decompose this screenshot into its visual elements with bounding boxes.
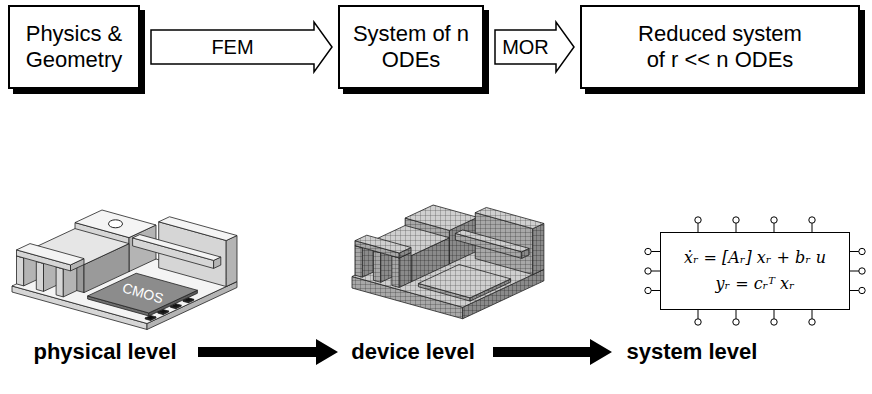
block-arrow: [151, 22, 332, 72]
level-label: system level: [627, 339, 758, 365]
block-pins: [645, 217, 865, 325]
pin-terminal: [733, 319, 739, 325]
block-face: [170, 304, 181, 308]
pin-terminal: [771, 217, 777, 223]
block-face: [88, 273, 198, 313]
block-face: [399, 252, 411, 287]
block-face: [475, 207, 544, 228]
pin-terminal: [695, 319, 701, 325]
level-label: device level: [351, 339, 475, 365]
pin: [695, 217, 701, 232]
block-face: [183, 298, 194, 302]
block-face: [392, 256, 399, 288]
pin: [645, 287, 660, 293]
block-face: [145, 315, 156, 319]
pin-terminal: [695, 217, 701, 223]
fem-mesh: [352, 205, 544, 319]
block-face: [455, 230, 529, 252]
pin-terminal: [771, 319, 777, 325]
mems-device: [12, 210, 237, 330]
process-box: System of n ODEs: [338, 5, 484, 89]
block-face: [418, 265, 510, 298]
pin: [809, 310, 815, 325]
pin: [645, 248, 660, 254]
block-face: [533, 223, 544, 274]
block-face: [56, 267, 63, 297]
hole: [109, 220, 123, 228]
pin: [850, 287, 865, 293]
chip-label: CMOS: [120, 280, 165, 307]
block-face: [226, 236, 237, 287]
level-arrows: [198, 339, 612, 365]
level-arrow: [493, 339, 612, 365]
pin-terminal: [645, 287, 651, 293]
level-label: physical level: [33, 339, 176, 365]
pin: [809, 217, 815, 232]
block-face: [405, 205, 477, 230]
box-label: Reduced system of r << n ODEs: [630, 21, 810, 74]
pin-terminal: [809, 319, 815, 325]
arrow-label: FEM: [209, 36, 255, 59]
level-arrow: [198, 339, 338, 365]
arrow-label: MOR: [500, 36, 551, 59]
pin: [850, 248, 865, 254]
pin: [850, 268, 865, 274]
pin-terminal: [809, 217, 815, 223]
process-box: Reduced system of r << n ODEs: [580, 5, 860, 89]
pin-terminal: [859, 287, 865, 293]
block-face: [17, 244, 85, 265]
block-face: [355, 235, 411, 253]
system-block: ẋᵣ = [Aᵣ] xᵣ + bᵣ uyᵣ = cᵣᵀ xᵣ: [660, 232, 850, 310]
equation: yᵣ = cᵣᵀ xᵣ: [715, 271, 794, 297]
pin: [695, 310, 701, 325]
pin: [771, 217, 777, 232]
block-arrow: [495, 22, 574, 72]
pin: [733, 217, 739, 232]
block-face: [36, 261, 43, 291]
pin-terminal: [645, 248, 651, 254]
pin-terminal: [733, 217, 739, 223]
block-face: [159, 217, 237, 241]
pin-terminal: [859, 268, 865, 274]
pin: [733, 310, 739, 325]
pin-terminal: [645, 268, 651, 274]
block-face: [355, 246, 362, 278]
block-face: [158, 310, 169, 314]
block-face: [133, 235, 221, 261]
block-face: [17, 256, 24, 286]
box-label: System of n ODEs: [352, 21, 470, 74]
pin: [771, 310, 777, 325]
process-box: Physics & Geometry: [8, 5, 140, 89]
block-face: [373, 251, 380, 283]
equation: ẋᵣ = [Aᵣ] xᵣ + bᵣ u: [684, 245, 826, 271]
pin: [645, 268, 660, 274]
box-label: Physics & Geometry: [18, 21, 130, 74]
pin-terminal: [859, 248, 865, 254]
